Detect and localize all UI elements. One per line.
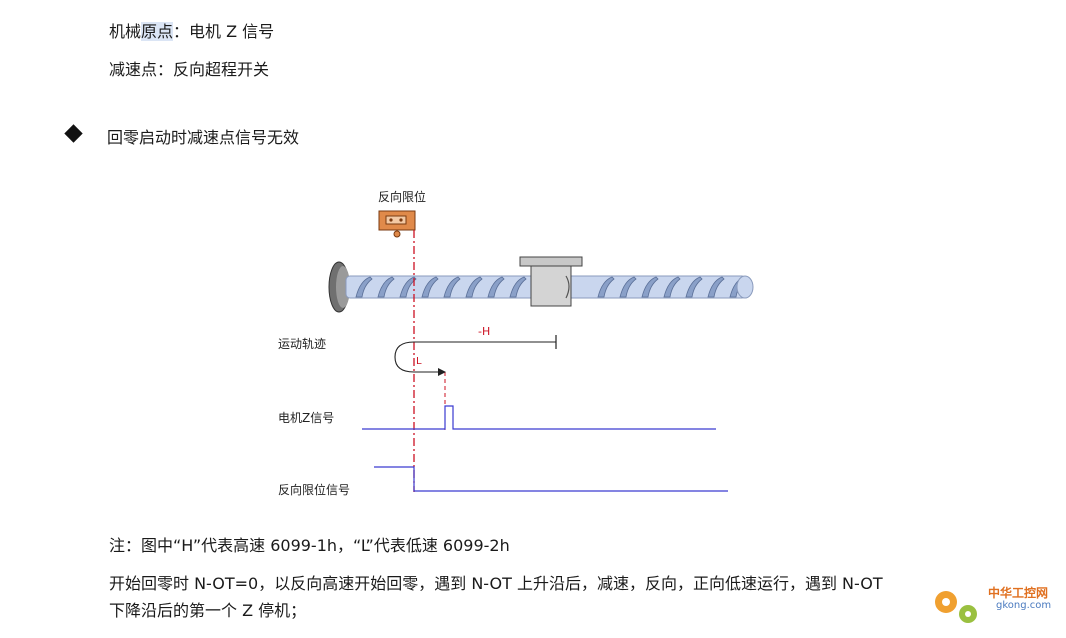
screw-thread xyxy=(443,276,461,298)
section-heading: 回零启动时减速点信号无效 xyxy=(107,128,300,147)
trajectory-label: 运动轨迹 xyxy=(278,337,327,351)
screw-thread xyxy=(465,276,483,298)
screw-thread xyxy=(597,276,615,298)
trajectory xyxy=(394,335,557,376)
description-line-2: 下降沿后的第一个 Z 停机； xyxy=(109,601,307,620)
screw-thread xyxy=(421,276,439,298)
origin-highlight: 原点 xyxy=(141,22,174,41)
screw-thread xyxy=(399,276,417,298)
description-line-1: 开始回零时 N-OT=0，以反向高速开始回零，遇到 N-OT 上升沿后，减速，反… xyxy=(109,574,883,593)
screw-thread xyxy=(509,276,527,298)
low-speed-label: L xyxy=(416,356,422,367)
screw-thread xyxy=(377,276,395,298)
z-signal-waveform xyxy=(362,405,716,430)
limit-switch-icon xyxy=(378,210,416,238)
limit-switch-label: 反向限位 xyxy=(378,190,427,204)
lead-screw-icon xyxy=(328,256,754,313)
watermark-name: 中华工控网 xyxy=(988,586,1049,600)
screw-thread xyxy=(707,276,725,298)
origin-suffix: ：电机 Z 信号 xyxy=(173,22,275,41)
limit-signal-waveform xyxy=(374,466,728,492)
screw-thread xyxy=(619,276,637,298)
gear-logo-icon xyxy=(935,591,977,623)
screw-thread xyxy=(663,276,681,298)
decel-point-line: 减速点：反向超程开关 xyxy=(109,60,270,79)
screw-thread xyxy=(685,276,703,298)
watermark-url: gkong.com xyxy=(996,600,1052,611)
screw-thread xyxy=(641,276,659,298)
z-signal-label: 电机Z信号 xyxy=(278,411,335,425)
screw-thread xyxy=(487,276,505,298)
limit-signal-label: 反向限位信号 xyxy=(278,483,351,497)
screw-thread xyxy=(355,276,373,298)
origin-line: 机械原点：电机 Z 信号 xyxy=(109,22,274,42)
origin-prefix: 机械 xyxy=(109,22,142,41)
high-speed-label: -H xyxy=(478,325,491,338)
legend-note: 注：图中“H”代表高速 6099-1h，“L”代表低速 6099-2h xyxy=(109,536,510,555)
